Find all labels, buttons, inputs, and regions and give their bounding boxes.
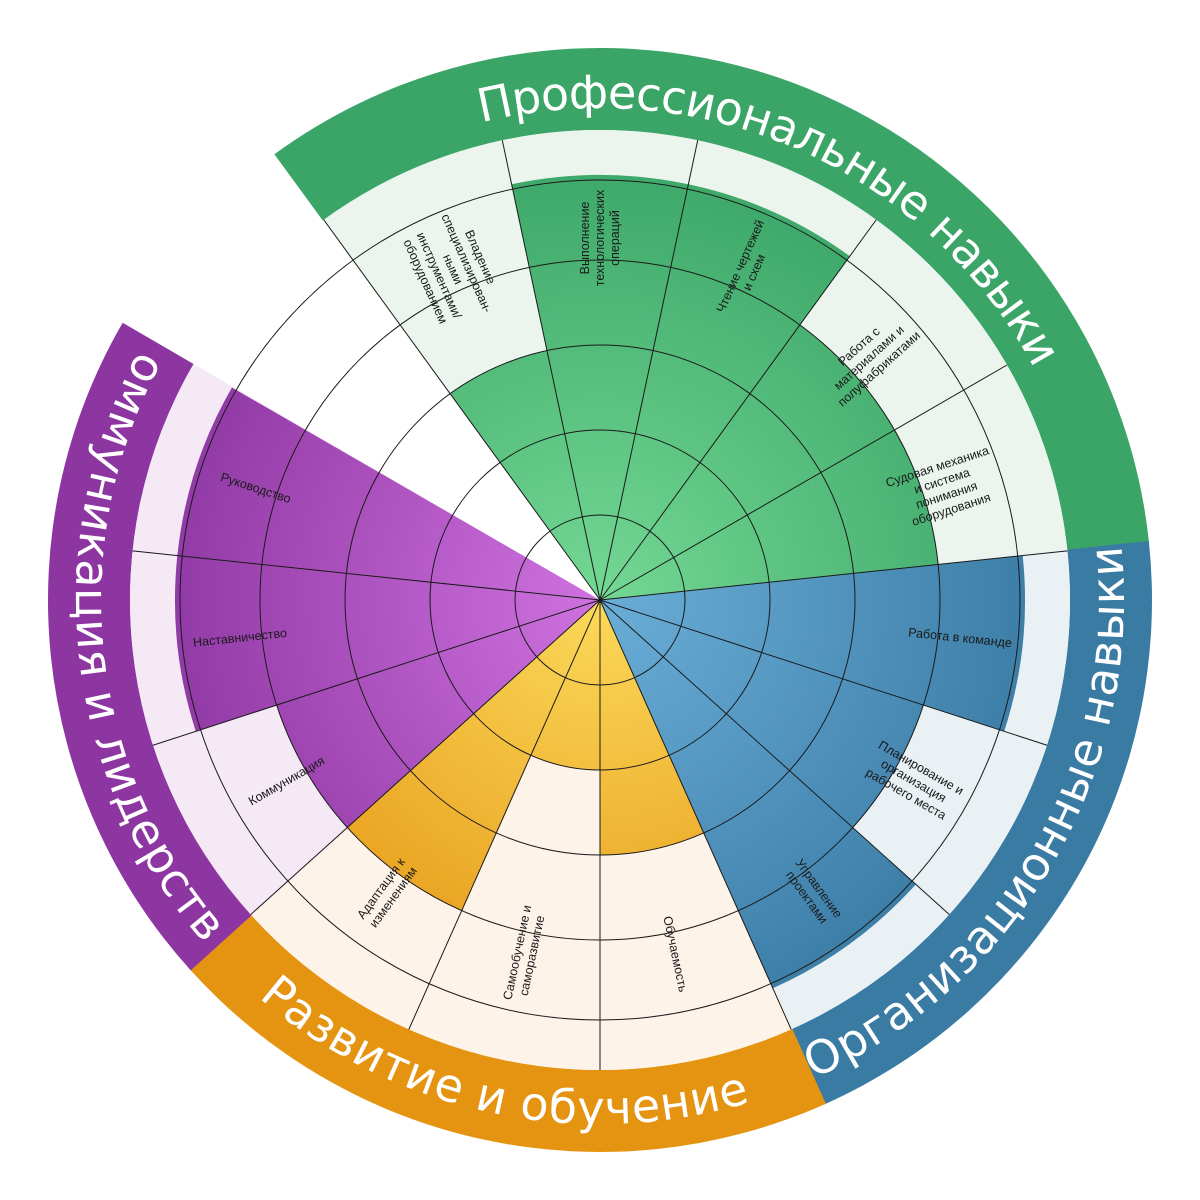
scale-ring: [514, 514, 686, 686]
sector-divider: [599, 219, 877, 601]
category-band-4: [48, 322, 252, 971]
skill-bar: [600, 600, 924, 828]
sector-divider: [132, 550, 601, 601]
skill-bar: [276, 600, 600, 828]
skill-label-line: операций: [608, 210, 622, 266]
skill-bar: [600, 600, 704, 855]
scale-ring: [179, 179, 1021, 1021]
skill-bar: [600, 324, 895, 600]
sector-divider: [599, 599, 792, 1030]
category-band-1: [274, 47, 1150, 553]
skill-bar: [600, 430, 939, 600]
skill-bar: [511, 175, 689, 600]
skill-bar: [347, 600, 600, 911]
sector-divider: [599, 599, 1048, 746]
category-band-2: [790, 540, 1152, 1105]
sector-divider: [152, 599, 601, 746]
skill-bar: [177, 387, 600, 600]
sector-divider: [599, 599, 950, 915]
skill-label-line: Выполнение: [578, 202, 592, 275]
skill-bar: [530, 600, 600, 770]
sector-divider: [250, 599, 601, 915]
skill-bar: [600, 555, 1025, 732]
skill-bar: [600, 600, 916, 989]
sector-divider: [599, 140, 699, 601]
sector-divider: [323, 219, 601, 601]
category-band-3: [188, 913, 826, 1153]
sector-divider: [599, 550, 1068, 601]
category-background-3: [249, 600, 793, 1070]
sector-divider: [599, 364, 1008, 601]
skill-label: Выполнениетехнологическихопераций: [578, 189, 622, 286]
scale-ring: [259, 259, 941, 941]
scale-ring: [429, 429, 771, 771]
skill-label: Владениеспециализирован-нымиинструментам…: [397, 206, 508, 333]
sector-divider: [408, 599, 601, 1030]
skill-bar: [450, 350, 600, 600]
skill-bar: [175, 555, 600, 732]
sector-divider: [501, 140, 601, 601]
skill-label-line: технологических: [593, 189, 607, 286]
skill-bar: [600, 184, 850, 601]
scale-ring: [344, 344, 856, 856]
